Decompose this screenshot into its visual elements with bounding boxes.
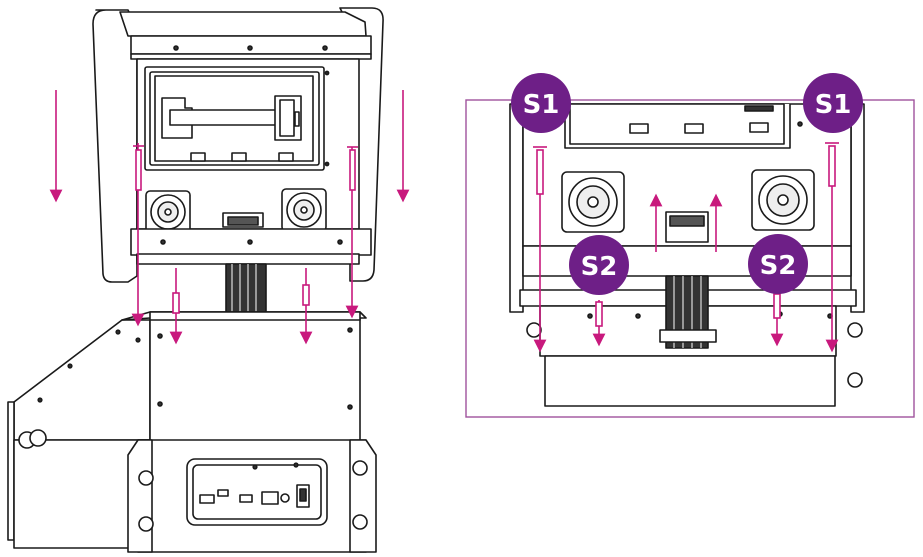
screw-icon: [302, 284, 310, 306]
screw-icon: [133, 145, 144, 191]
callout-s1-right: S1: [803, 73, 863, 133]
detail-arrows: [533, 142, 839, 353]
speaker-icon: [561, 171, 625, 233]
left-assembly-illustration: [7, 7, 384, 553]
svg-text:S1: S1: [815, 90, 852, 120]
callout-s2-right: S2: [748, 234, 808, 294]
svg-text:S2: S2: [581, 252, 618, 282]
svg-text:S2: S2: [760, 251, 797, 281]
screw-icon: [773, 293, 781, 319]
screw-icon: [347, 146, 358, 191]
screw-icon: [533, 146, 547, 195]
left-assembly-arrows: [49, 90, 410, 345]
speaker-icon: [281, 188, 327, 232]
callout-s2-left: S2: [569, 235, 629, 295]
svg-text:S1: S1: [523, 90, 560, 120]
upper-head-unit: [92, 7, 384, 317]
lower-cabinet-base: [7, 311, 377, 553]
callout-s1-left: S1: [511, 73, 571, 133]
screw-icon: [172, 292, 180, 314]
speaker-icon: [751, 169, 815, 231]
speaker-icon: [145, 190, 191, 234]
screw-icon: [595, 301, 603, 327]
detail-head-unit: [509, 103, 865, 407]
detail-frame: [465, 99, 915, 418]
screw-icon: [825, 142, 839, 187]
detail-view: S1 S1 S2 S2: [465, 73, 915, 418]
